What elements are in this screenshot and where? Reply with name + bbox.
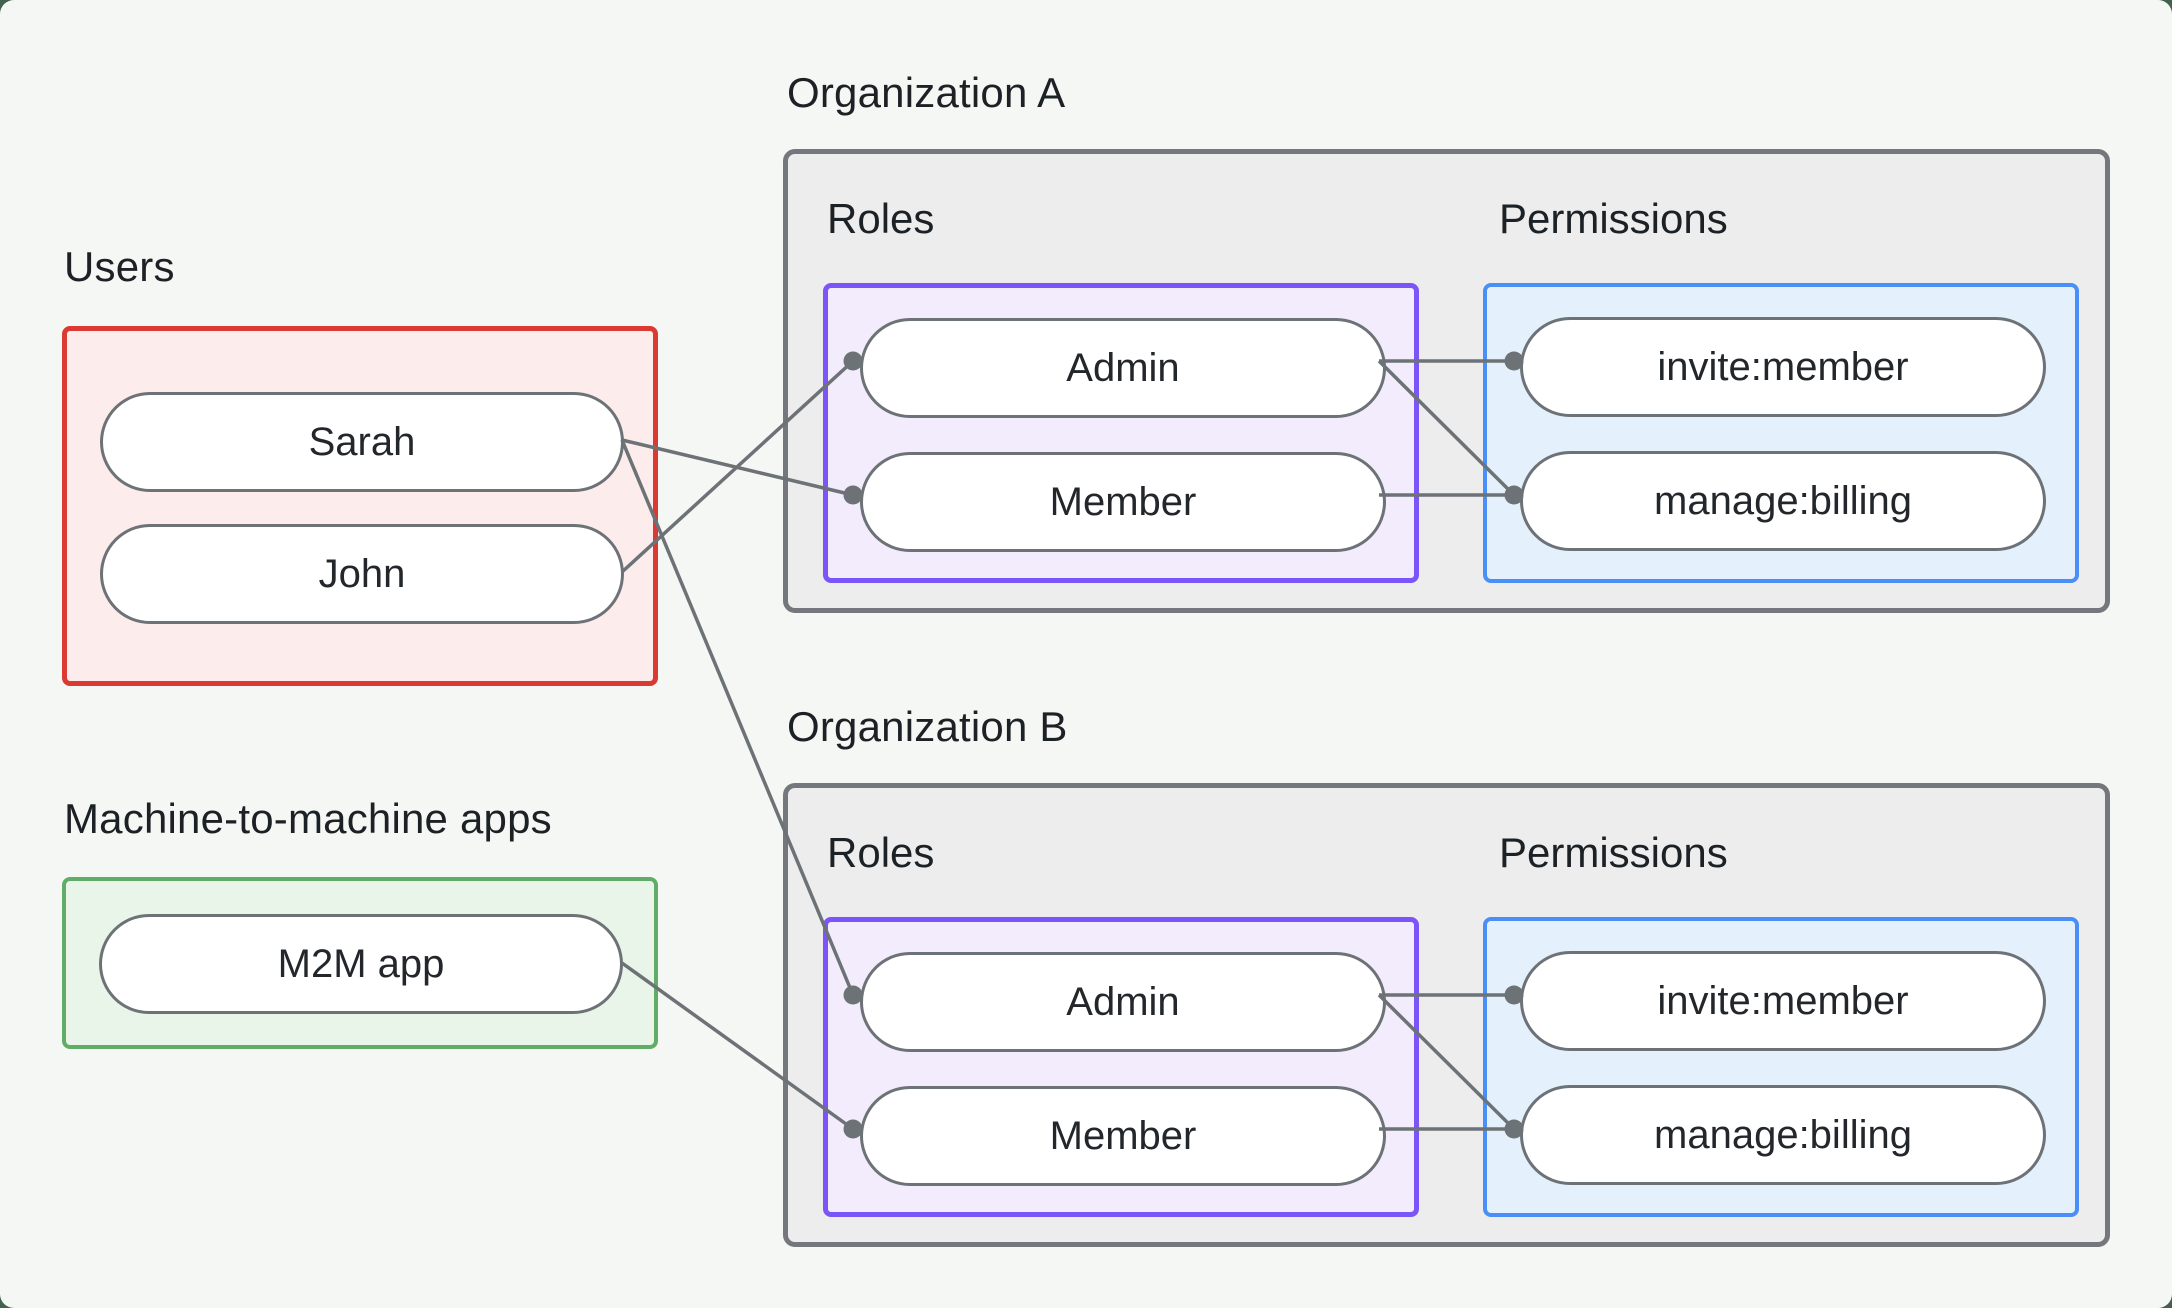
org-a-permissions-box: invite:member manage:billing <box>1483 283 2079 583</box>
org-b-manage-billing-label: manage:billing <box>1654 1112 1912 1157</box>
org-a-box: Roles Permissions Admin Member invite:me… <box>783 149 2110 613</box>
org-a-admin-pill: Admin <box>860 318 1386 418</box>
org-a-roles-label: Roles <box>827 195 935 242</box>
user-pill-sarah: Sarah <box>100 392 624 492</box>
org-a-manage-billing-label: manage:billing <box>1654 478 1912 523</box>
user-pill-sarah-label: Sarah <box>308 419 416 464</box>
org-b-member-label: Member <box>1049 1113 1197 1158</box>
org-a-roles-box: Admin Member <box>823 283 1419 583</box>
org-a-invite-member-pill: invite:member <box>1520 317 2046 417</box>
user-pill-john-label: John <box>318 551 406 596</box>
org-b-permissions-label: Permissions <box>1499 829 1728 876</box>
org-b-box: Roles Permissions Admin Member invite:me… <box>783 783 2110 1247</box>
org-a-manage-billing-pill: manage:billing <box>1520 451 2046 551</box>
org-b-manage-billing-pill: manage:billing <box>1520 1085 2046 1185</box>
org-b-roles-label: Roles <box>827 829 935 876</box>
org-b-admin-label: Admin <box>1066 979 1180 1024</box>
org-a-admin-label: Admin <box>1066 345 1180 390</box>
org-a-member-pill: Member <box>860 452 1386 552</box>
m2m-label: Machine-to-machine apps <box>64 795 552 842</box>
org-b-invite-member-pill: invite:member <box>1520 951 2046 1051</box>
org-b-admin-pill: Admin <box>860 952 1386 1052</box>
org-b-roles-box: Admin Member <box>823 917 1419 1217</box>
users-label: Users <box>64 243 175 290</box>
org-b-member-pill: Member <box>860 1086 1386 1186</box>
users-group-box: Sarah John <box>62 326 658 686</box>
org-a-member-label: Member <box>1049 479 1197 524</box>
user-pill-john: John <box>100 524 624 624</box>
org-a-invite-member-label: invite:member <box>1657 344 1909 389</box>
m2m-app-pill: M2M app <box>99 914 623 1014</box>
org-b-title: Organization B <box>787 703 1068 750</box>
org-a-permissions-label: Permissions <box>1499 195 1728 242</box>
m2m-group-box: M2M app <box>62 877 658 1049</box>
org-b-invite-member-label: invite:member <box>1657 978 1909 1023</box>
m2m-app-pill-label: M2M app <box>277 941 445 986</box>
org-b-permissions-box: invite:member manage:billing <box>1483 917 2079 1217</box>
org-a-title: Organization A <box>787 69 1066 116</box>
